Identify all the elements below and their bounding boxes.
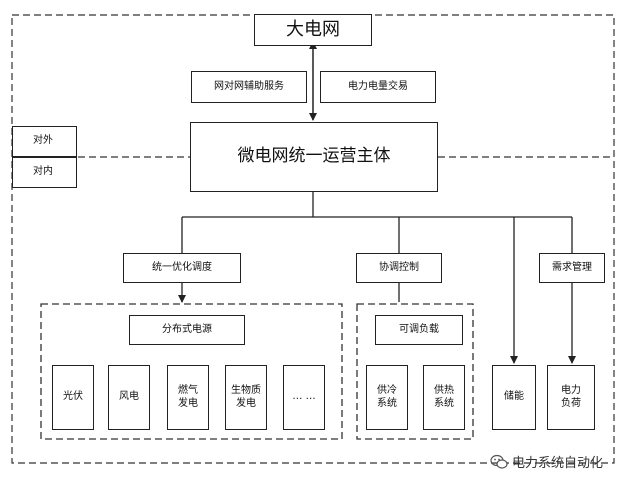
trading-box: 电力电量交易 <box>320 71 436 103</box>
more-sources-box: … … <box>283 365 325 430</box>
gas-generation-box: 燃气 发电 <box>167 365 209 430</box>
control-box: 协调控制 <box>356 253 442 283</box>
adjustable-group <box>356 303 474 440</box>
biomass-generation-box: 生物质 发电 <box>225 365 267 430</box>
watermark: 电力系统自动化 <box>490 452 603 471</box>
adjustable-title-box: 可调负载 <box>375 315 463 345</box>
heating-system-box: 供热 系统 <box>423 365 465 430</box>
distributed-title-box: 分布式电源 <box>129 315 245 345</box>
watermark-text: 电力系统自动化 <box>512 456 604 471</box>
external-label-box: 对外 <box>12 126 77 157</box>
operator-box: 微电网统一运营主体 <box>190 122 438 192</box>
grid-box: 大电网 <box>254 14 372 46</box>
load-box: 电力 负荷 <box>547 365 595 430</box>
wind-box: 风电 <box>108 365 150 430</box>
cooling-system-box: 供冷 系统 <box>366 365 408 430</box>
distributed-group <box>40 303 343 440</box>
storage-box: 储能 <box>492 365 536 430</box>
dispatch-box: 统一优化调度 <box>123 253 241 283</box>
pv-box: 光伏 <box>52 365 94 430</box>
wechat-icon <box>490 454 508 469</box>
internal-label-box: 对内 <box>12 157 77 188</box>
demand-box: 需求管理 <box>539 253 605 283</box>
ancillary-service-box: 网对网辅助服务 <box>191 71 307 103</box>
